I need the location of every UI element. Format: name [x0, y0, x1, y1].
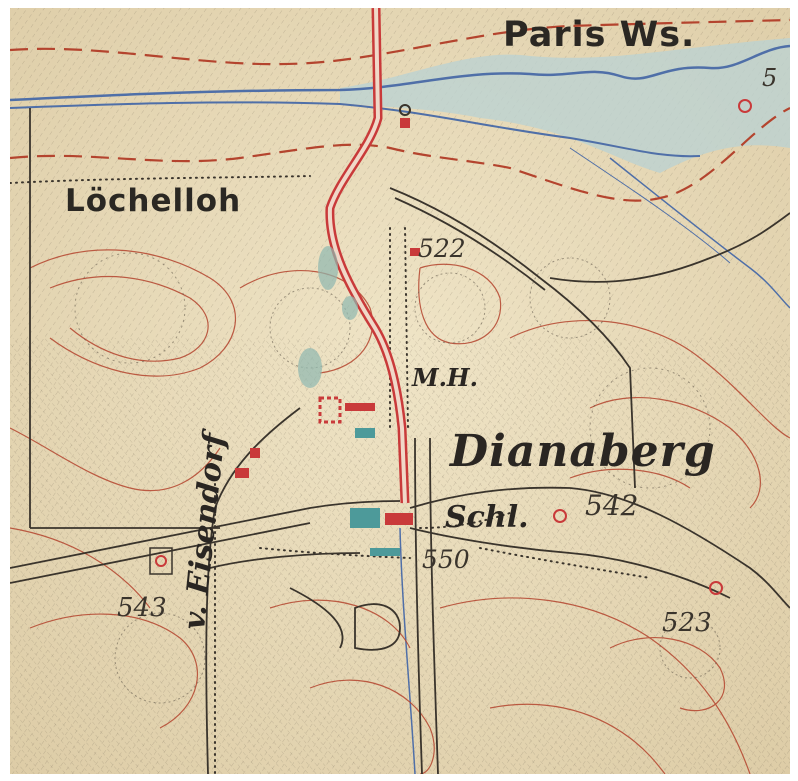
stream-south [399, 527, 416, 774]
elevation-label: 5 [762, 64, 778, 92]
place-label-schl: Schl. [445, 500, 529, 535]
elevation-label: 542 [585, 489, 639, 522]
elevation-label: 522 [418, 234, 466, 263]
main-road-center [327, 8, 407, 504]
topographic-map[interactable]: Paris Ws. Löchelloh Dianaberg M.H. Schl.… [10, 8, 790, 774]
place-label-locheloh: Löchelloh [65, 183, 242, 219]
place-label-dianaberg: Dianaberg [450, 426, 716, 477]
map-canvas [10, 8, 790, 774]
village-buildings [149, 118, 420, 575]
elevation-label: 543 [117, 593, 167, 623]
hill-hachures [74, 252, 721, 704]
place-label-mh: M.H. [412, 363, 478, 392]
water-area [340, 38, 790, 173]
place-label-paris: Paris Ws. [503, 15, 696, 55]
trig-points [155, 99, 752, 595]
elevation-label: 550 [422, 545, 470, 574]
contour-lines [10, 249, 790, 774]
elevation-label: 523 [662, 608, 712, 638]
dotted-paths [10, 175, 651, 774]
river-line-2 [10, 101, 701, 158]
river-line [10, 44, 790, 102]
marsh-patches [298, 246, 358, 388]
stream-diagonal-2 [569, 147, 731, 264]
roads-black [10, 108, 790, 774]
boundary-top [10, 18, 790, 66]
stream-diagonal [609, 157, 790, 309]
boundary-mid [10, 107, 790, 202]
